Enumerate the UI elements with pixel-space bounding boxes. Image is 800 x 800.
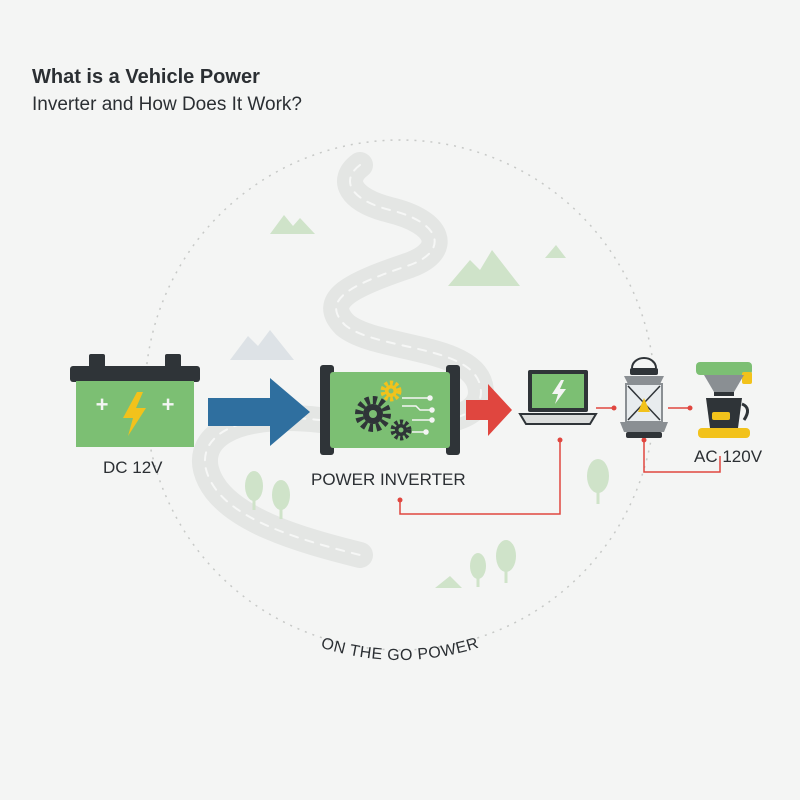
coffee-maker-icon	[696, 362, 752, 438]
inverter-label: POWER INVERTER	[311, 470, 466, 489]
page-title: What is a Vehicle Power	[32, 66, 260, 88]
caption-text: ON THE GO POWER	[319, 635, 481, 664]
small-gear-icon	[390, 419, 412, 441]
wire-dots	[397, 405, 693, 503]
dc-arrow-icon	[208, 378, 310, 446]
dc-label: DC 12V	[103, 458, 163, 477]
caption-path: ON THE GO POWER	[319, 635, 480, 664]
power-inverter-icon	[320, 365, 460, 455]
mountains-icon	[230, 215, 566, 588]
ac-label: AC 120V	[694, 447, 763, 466]
ac-arrow-icon	[466, 384, 512, 436]
trees-icon	[245, 459, 609, 587]
svg-text:+: +	[96, 392, 109, 417]
yellow-gear-icon	[380, 380, 402, 402]
page-subtitle: Inverter and How Does It Work?	[32, 94, 302, 115]
lantern-icon	[620, 357, 668, 438]
svg-text:+: +	[162, 392, 175, 417]
wires	[399, 407, 721, 515]
battery-icon: + +	[70, 354, 200, 447]
laptop-icon	[518, 370, 598, 425]
circuit-lines-icon	[402, 395, 435, 435]
road-icon	[192, 152, 494, 568]
gear-icon	[355, 396, 391, 432]
